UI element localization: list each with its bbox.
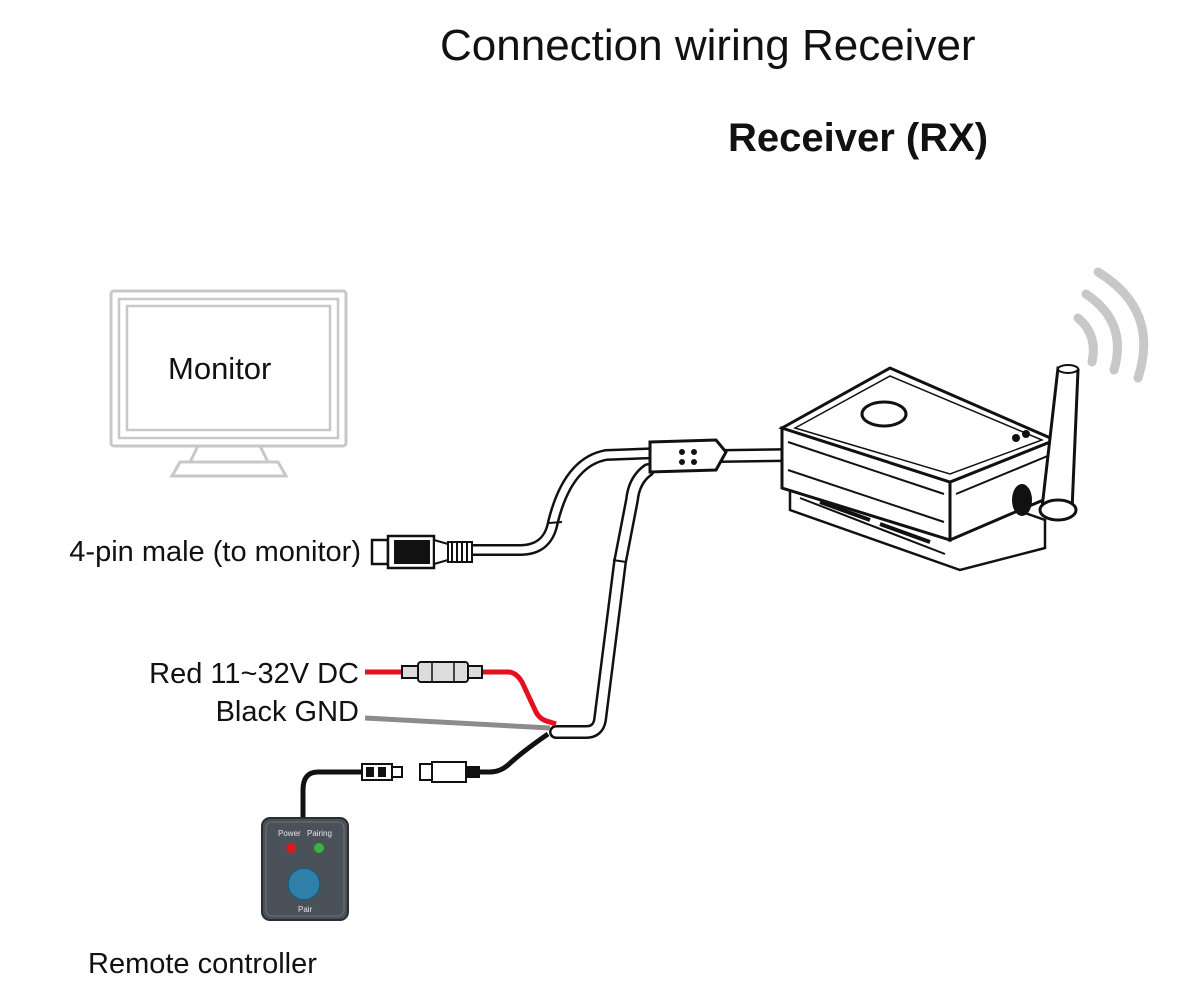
ground-wire	[364, 715, 551, 731]
wireless-signal-icon	[1073, 267, 1149, 383]
red-power-label: Red 11~32V DC	[149, 658, 359, 690]
remote-controller-label: Remote controller	[88, 948, 317, 980]
pairing-led	[314, 843, 324, 853]
cable-splitter	[648, 438, 728, 474]
pairing-led-label: Pairing	[307, 829, 332, 838]
red-power-wire	[365, 661, 557, 727]
black-gnd-label: Black GND	[215, 696, 359, 728]
remote-socket-icon	[419, 761, 480, 783]
video-cable	[464, 447, 666, 556]
remote-plug-icon	[361, 763, 403, 781]
monitor-icon	[109, 289, 348, 478]
receiver-cable	[719, 448, 791, 463]
receiver-unit-icon	[778, 364, 1080, 572]
remote-controller-icon: Power Pairing Pair	[261, 817, 349, 921]
remote-wire	[300, 731, 550, 822]
monitor-label: Monitor	[168, 351, 272, 386]
fuse-holder-icon	[401, 661, 483, 683]
page-title: Connection wiring Receiver	[440, 21, 976, 70]
power-led-label: Power	[278, 829, 301, 838]
page-subtitle: Receiver (RX)	[728, 116, 989, 160]
pair-button	[287, 867, 321, 901]
4pin-connector-icon	[370, 534, 473, 570]
trunk-cable	[549, 463, 655, 739]
pair-button-label: Pair	[298, 905, 313, 914]
4pin-connector-label: 4-pin male (to monitor)	[69, 536, 361, 568]
power-led	[286, 843, 296, 853]
